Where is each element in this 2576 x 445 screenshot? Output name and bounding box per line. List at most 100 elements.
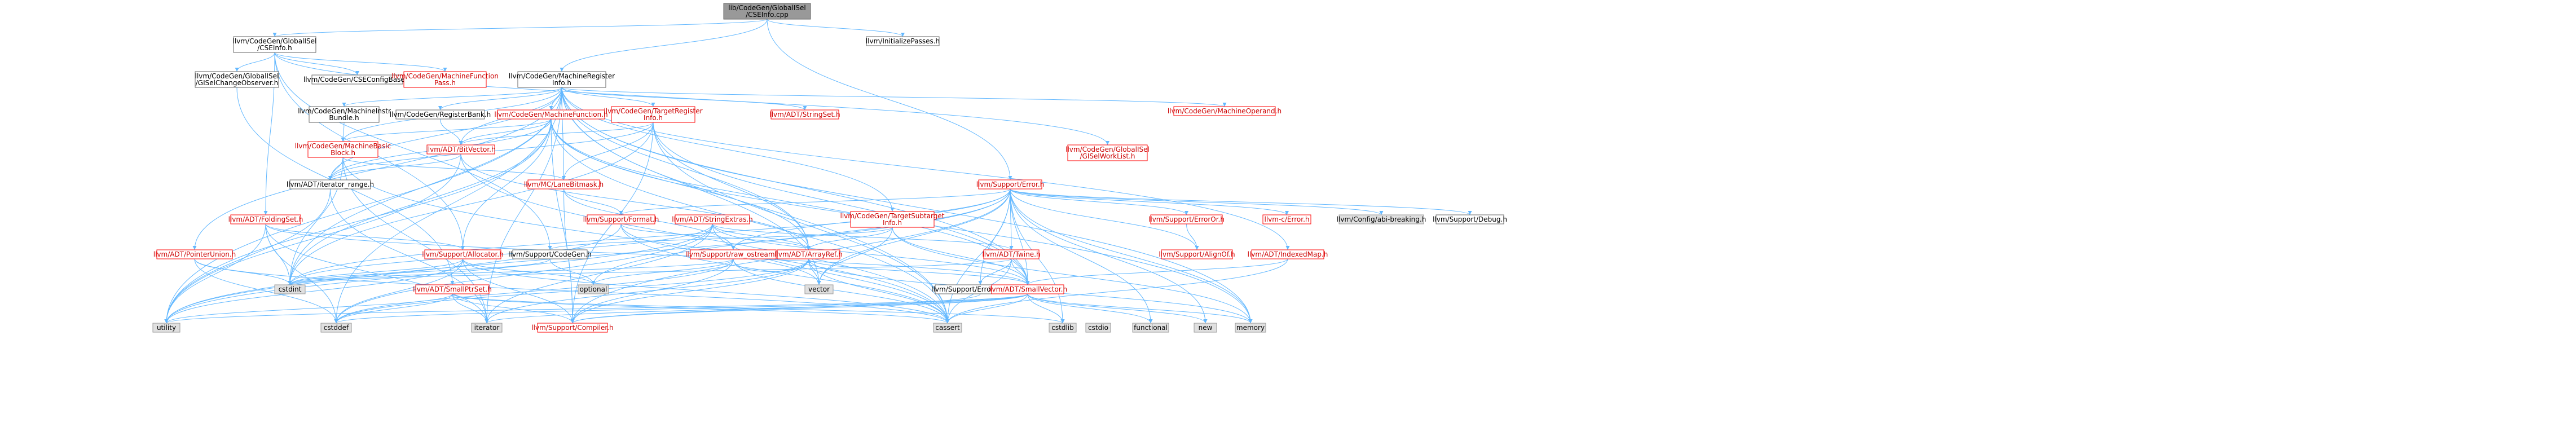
node-bitvector[interactable]: llvm/ADT/BitVector.h: [426, 144, 496, 155]
edge-error-to-utility: [164, 188, 1011, 324]
node-mf[interactable]: llvm/CodeGen/MachineFunction.h: [494, 109, 608, 120]
node-cstdlib: cstdlib: [1049, 323, 1077, 333]
node-label: cstdio: [1088, 324, 1108, 332]
node-stringextras[interactable]: llvm/ADT/StringExtras.h: [672, 214, 753, 224]
edge-foldingset-to-smallvector: [265, 223, 1030, 285]
node-box: [471, 323, 503, 333]
edge-ptrunion-to-cstddef: [194, 258, 338, 324]
node-label: llvm/Support/ErrorOr.h: [1148, 215, 1225, 223]
node-debug[interactable]: llvm/Support/Debug.h: [1433, 214, 1507, 224]
edge-tri-to-cassert: [653, 122, 950, 324]
node-cstdint: cstdint: [274, 284, 306, 294]
node-error[interactable]: llvm/Support/Error.h: [976, 179, 1045, 190]
edge-arrayref-to-smallvector: [808, 258, 1030, 285]
node-label: llvm/CodeGen/TargetSubtarget: [840, 212, 944, 220]
edge-error-to-erroror: [1010, 188, 1188, 215]
edge-smallptrset-to-iterator: [452, 293, 489, 324]
node-initpasses[interactable]: llvm/InitializePasses.h: [866, 36, 940, 46]
node-alignof[interactable]: llvm/Support/AlignOf.h: [1159, 249, 1235, 259]
edge-error-to-optional: [591, 188, 1011, 285]
edge-cseinfo_h-to-gisco: [235, 52, 275, 72]
edge-tri-to-bitvector: [459, 122, 654, 146]
node-box: [156, 249, 233, 259]
node-label: llvm/ADT/iterator_range.h: [287, 180, 374, 188]
node-errorh_c[interactable]: llvm-c/Error.h: [1262, 214, 1311, 224]
node-label: /GISelChangeObserver.h: [196, 79, 279, 87]
node-box: [426, 144, 495, 155]
edge-arrayref-to-vector: [808, 258, 821, 285]
edge-twine-to-cstdint: [288, 258, 1012, 285]
edge-tsi-to-codegen: [548, 227, 893, 250]
node-label: Pass.h: [434, 79, 456, 87]
edge-bitvector-to-utility: [164, 153, 461, 324]
node-smallvector[interactable]: llvm/ADT/SmallVector.h: [988, 284, 1067, 294]
node-cstdio: cstdio: [1085, 323, 1111, 333]
node-root: lib/CodeGen/GlobalISel/CSEInfo.cpp: [723, 3, 811, 20]
node-arrayref[interactable]: llvm/ADT/ArrayRef.h: [774, 249, 843, 259]
node-mop[interactable]: llvm/CodeGen/MachineOperand.h: [1168, 106, 1282, 116]
node-box: [274, 284, 306, 294]
node-label: llvm/Support/Error.h: [976, 180, 1045, 188]
node-twine[interactable]: llvm/ADT/Twine.h: [982, 249, 1041, 259]
node-label: llvm/CodeGen/GlobalISel: [233, 37, 317, 45]
edge-stringextras-to-iterator: [485, 223, 713, 324]
edge-tsi-to-arrayref: [807, 227, 893, 250]
node-foldingset[interactable]: llvm/ADT/FoldingSet.h: [228, 214, 303, 224]
node-gisworklist[interactable]: llvm/CodeGen/GlobalISel/GISelWorkList.h: [1065, 144, 1150, 161]
node-allocator[interactable]: llvm/Support/Allocator.h: [422, 249, 504, 259]
node-label: llvm/CodeGen/MachineRegister: [509, 72, 615, 80]
node-box: [978, 179, 1042, 190]
node-csecfg[interactable]: llvm/CodeGen/CSEConfigBase.h: [303, 74, 411, 85]
node-box: [309, 106, 380, 123]
node-box: [1085, 323, 1111, 333]
node-box: [578, 284, 609, 294]
node-label: llvm/Support/raw_ostream.h: [685, 250, 781, 258]
node-box: [1435, 214, 1504, 224]
edge-mri_h-to-tsi: [561, 87, 895, 212]
edge-smallvector-to-cstdlib: [1027, 293, 1065, 324]
edge-smallvector-to-new: [1027, 293, 1208, 324]
edge-error-to-abibreak: [1010, 188, 1384, 215]
edge-root-to-cseinfo_h: [272, 19, 768, 37]
node-new: new: [1194, 323, 1217, 333]
node-iter_range[interactable]: llvm/ADT/iterator_range.h: [287, 179, 374, 190]
node-label: llvm/Config/abi-breaking.h: [1337, 215, 1426, 223]
edge-format-to-utility: [164, 223, 622, 324]
node-box: [517, 71, 606, 88]
node-compiler[interactable]: llvm/Support/Compiler.h: [531, 323, 614, 333]
node-gisco[interactable]: llvm/CodeGen/GlobalISel/GISelChangeObser…: [195, 71, 279, 88]
node-cseinfo_h[interactable]: llvm/CodeGen/GlobalISel/CSEInfo.h: [233, 36, 317, 53]
node-utility: utility: [152, 323, 180, 333]
node-box: [307, 141, 378, 158]
edge-mf-to-utility: [164, 118, 552, 324]
node-label: llvm/CodeGen/CSEConfigBase.h: [303, 76, 411, 83]
edge-allocator-to-cassert: [463, 258, 950, 324]
node-indexedmap[interactable]: llvm/ADT/IndexedMap.h: [1248, 249, 1328, 259]
node-box: [983, 249, 1040, 259]
node-box: [804, 284, 834, 294]
node-stringset[interactable]: llvm/ADT/StringSet.h: [769, 109, 840, 120]
node-label: Info.h: [644, 114, 663, 122]
node-ptrunion[interactable]: llvm/ADT/PointerUnion.h: [153, 249, 236, 259]
node-erroror[interactable]: llvm/Support/ErrorOr.h: [1148, 214, 1225, 224]
node-box: [537, 323, 608, 333]
node-raw_ostream[interactable]: llvm/Support/raw_ostream.h: [685, 249, 781, 259]
node-regbank[interactable]: llvm/CodeGen/RegisterBank.h: [390, 109, 491, 120]
node-box: [424, 249, 501, 259]
edge-mri_h-to-regbank: [438, 87, 562, 111]
node-format[interactable]: llvm/Support/Format.h: [583, 214, 659, 224]
edge-mri_h-to-tri: [561, 87, 655, 107]
node-smallptrset[interactable]: llvm/ADT/SmallPtrSet.h: [413, 284, 492, 294]
edge-mf-to-bitvector: [459, 118, 552, 146]
node-codegen[interactable]: llvm/Support/CodeGen.h: [508, 249, 592, 259]
edge-tri-to-lanebitmask: [562, 122, 654, 180]
node-label: llvm/CodeGen/MachineFunction.h: [494, 111, 607, 118]
node-lanebitmask[interactable]: llvm/MC/LaneBitmask.h: [524, 179, 604, 190]
edge-smallvector-to-cstddef: [334, 293, 1028, 324]
